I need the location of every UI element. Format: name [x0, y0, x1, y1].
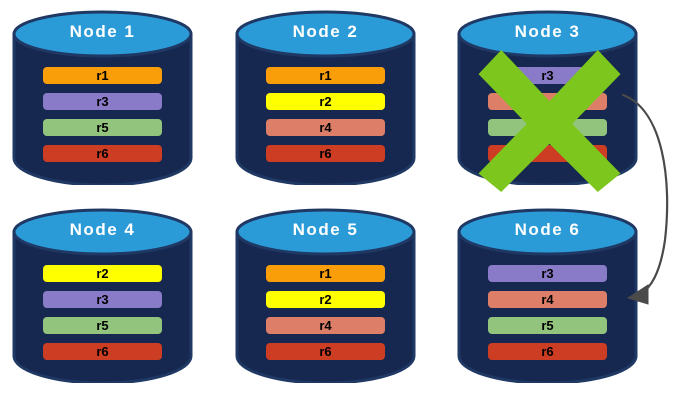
shard-bar-r5[interactable]: r5 [488, 317, 607, 334]
shard-bar-r3[interactable]: r3 [43, 93, 162, 110]
shard-bar-r6[interactable]: r6 [266, 145, 385, 162]
cylinder-top-ellipse [12, 10, 193, 58]
shard-bar-r5[interactable]: r5 [43, 317, 162, 334]
shard-list: r1 r2 r4 r6 [266, 67, 385, 162]
cylinder-top-ellipse [235, 208, 416, 256]
shard-bar-r1[interactable]: r1 [43, 67, 162, 84]
shard-list: r3 r4 r5 r6 [488, 265, 607, 360]
shard-bar-r4[interactable]: r4 [266, 119, 385, 136]
shard-bar-r4[interactable]: r4 [266, 317, 385, 334]
cylinder-top-ellipse [457, 10, 638, 58]
cylinder-top-ellipse [457, 208, 638, 256]
shard-bar-r5[interactable]: r5 [43, 119, 162, 136]
failure-x-glyph [478, 50, 621, 192]
shard-bar-r2[interactable]: r2 [266, 93, 385, 110]
shard-bar-r4[interactable]: r4 [488, 291, 607, 308]
cylinder-top-ellipse [235, 10, 416, 58]
shard-bar-r3[interactable]: r3 [488, 265, 607, 282]
shard-bar-r2[interactable]: r2 [266, 291, 385, 308]
shard-bar-r6[interactable]: r6 [43, 343, 162, 360]
shard-list: r1 r3 r5 r6 [43, 67, 162, 162]
shard-bar-r3[interactable]: r3 [43, 291, 162, 308]
shard-bar-r6[interactable]: r6 [43, 145, 162, 162]
shard-bar-r1[interactable]: r1 [266, 265, 385, 282]
shard-bar-r2[interactable]: r2 [43, 265, 162, 282]
shard-list: r2 r3 r5 r6 [43, 265, 162, 360]
shard-list: r1 r2 r4 r6 [266, 265, 385, 360]
shard-bar-r6[interactable]: r6 [488, 343, 607, 360]
shard-bar-r1[interactable]: r1 [266, 67, 385, 84]
node-failure-x-icon [478, 50, 621, 192]
cylinder-top-ellipse [12, 208, 193, 256]
shard-bar-r6[interactable]: r6 [266, 343, 385, 360]
